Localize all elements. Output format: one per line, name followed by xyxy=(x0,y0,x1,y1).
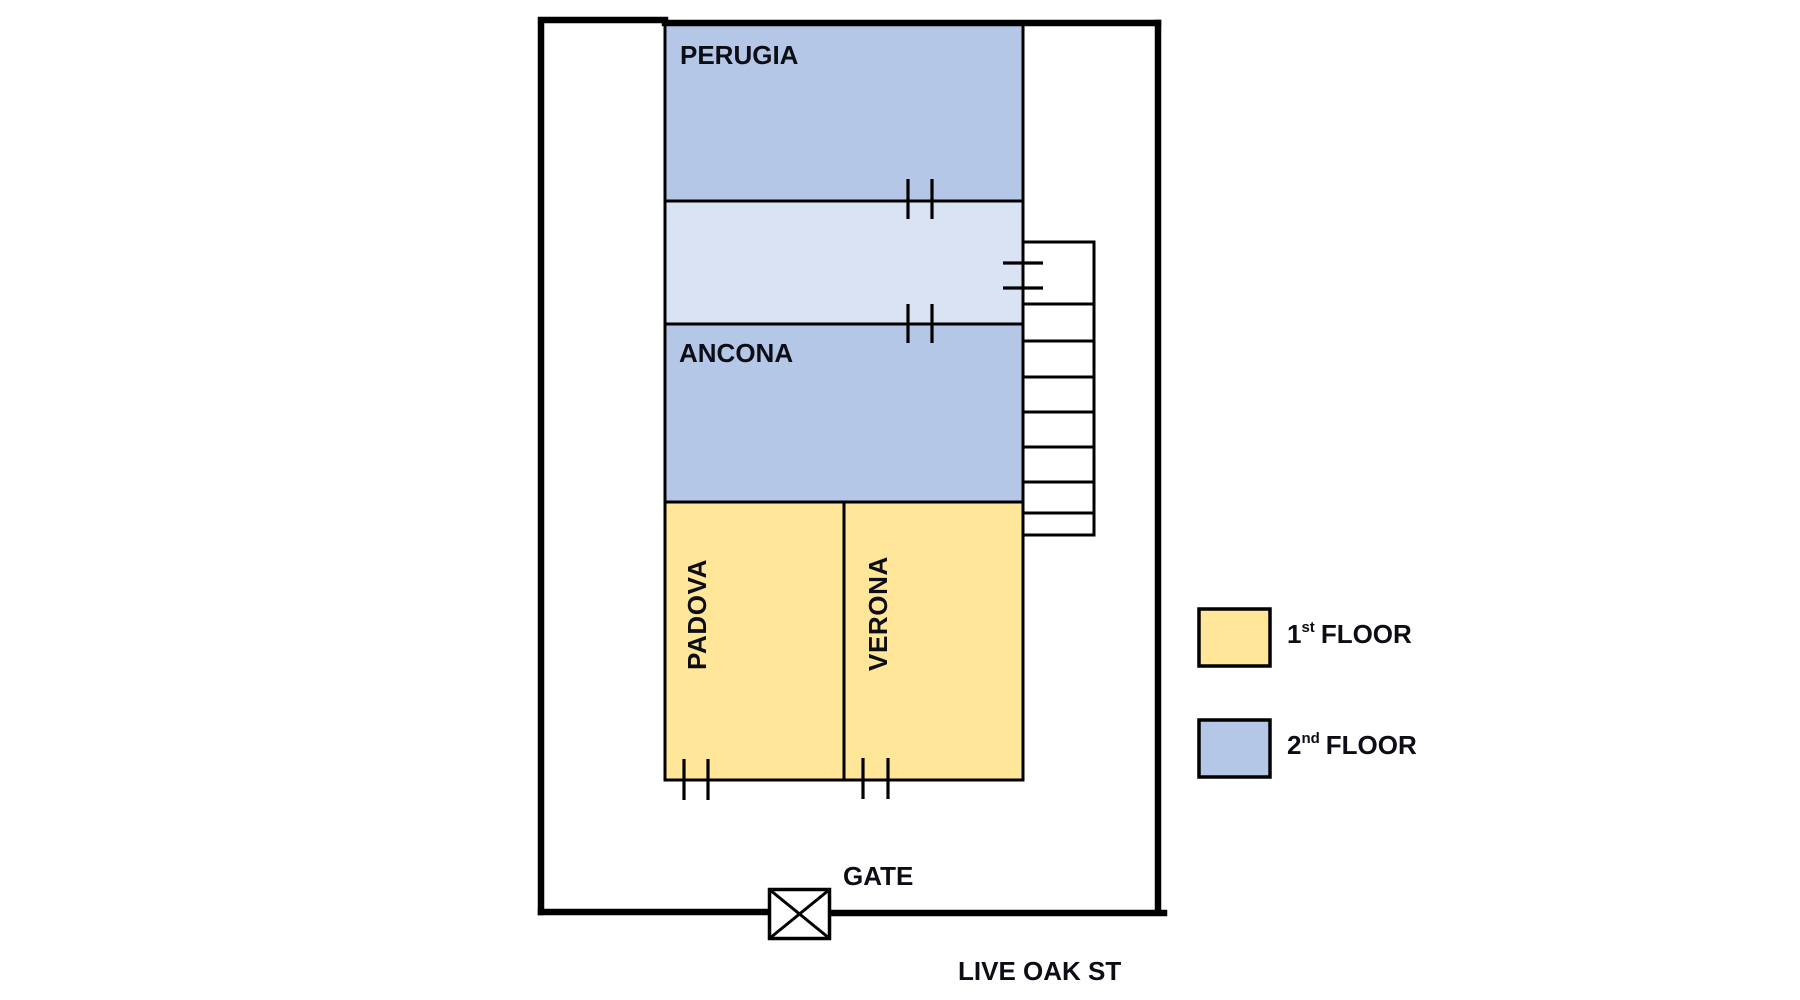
stairs xyxy=(1023,240,1096,537)
room-labels: PERUGIA ANCONA PADOVA VERONA xyxy=(679,40,893,671)
legend-swatch-first-floor xyxy=(1197,607,1272,668)
door-perugia-corridor[interactable] xyxy=(906,179,934,219)
gate-label: GATE xyxy=(843,861,913,891)
gate-x-box-icon xyxy=(767,887,832,941)
legend-swatch-second-floor xyxy=(1197,718,1272,779)
door-corridor-stairs[interactable] xyxy=(1003,261,1043,290)
building xyxy=(663,20,1025,782)
door-verona-entrance[interactable] xyxy=(861,758,890,799)
doors xyxy=(682,179,1043,800)
gate[interactable]: GATE xyxy=(767,861,914,941)
site-boundary xyxy=(537,16,1168,917)
room-verona[interactable] xyxy=(842,500,1025,782)
corridor xyxy=(663,199,1025,326)
room-label-perugia: PERUGIA xyxy=(680,40,799,70)
room-label-ancona: ANCONA xyxy=(679,338,793,368)
room-perugia[interactable] xyxy=(663,20,1025,203)
stairs-outline xyxy=(1023,240,1096,537)
room-padova[interactable] xyxy=(663,500,846,782)
room-label-padova: PADOVA xyxy=(682,559,712,670)
door-padova-entrance[interactable] xyxy=(682,759,710,800)
door-corridor-ancona[interactable] xyxy=(906,304,934,343)
stair-steps xyxy=(1023,302,1094,515)
street-label: LIVE OAK ST xyxy=(958,956,1121,986)
room-ancona[interactable] xyxy=(663,322,1025,504)
room-label-verona: VERONA xyxy=(863,556,893,671)
boundary-wall-top-left xyxy=(537,16,669,916)
